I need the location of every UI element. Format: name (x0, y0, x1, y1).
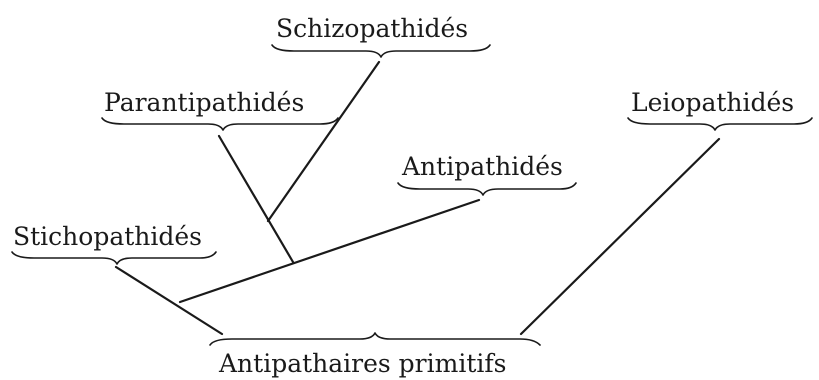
brace-antipathaires-primitifs (209, 332, 541, 346)
brace-stichopathides (11, 251, 217, 265)
edge-parantipathides (217, 134, 295, 264)
brace-leiopathides (627, 117, 813, 131)
edge-leiopathides (519, 137, 721, 336)
label-parantipathides: Parantipathidés (104, 88, 304, 117)
brace-schizopathides (271, 44, 491, 58)
label-antipathides: Antipathidés (401, 152, 563, 181)
label-schizopathides: Schizopathidés (276, 14, 468, 43)
brace-antipathides (397, 182, 577, 196)
edge-stichopathides (114, 265, 224, 336)
edge-antipathides (178, 198, 481, 304)
label-leiopathides: Leiopathidés (631, 88, 794, 117)
label-antipathaires-primitifs: Antipathaires primitifs (218, 349, 506, 378)
label-stichopathides: Stichopathidés (13, 222, 202, 251)
edge-schizopathides (266, 60, 381, 223)
brace-parantipathides (101, 117, 339, 131)
